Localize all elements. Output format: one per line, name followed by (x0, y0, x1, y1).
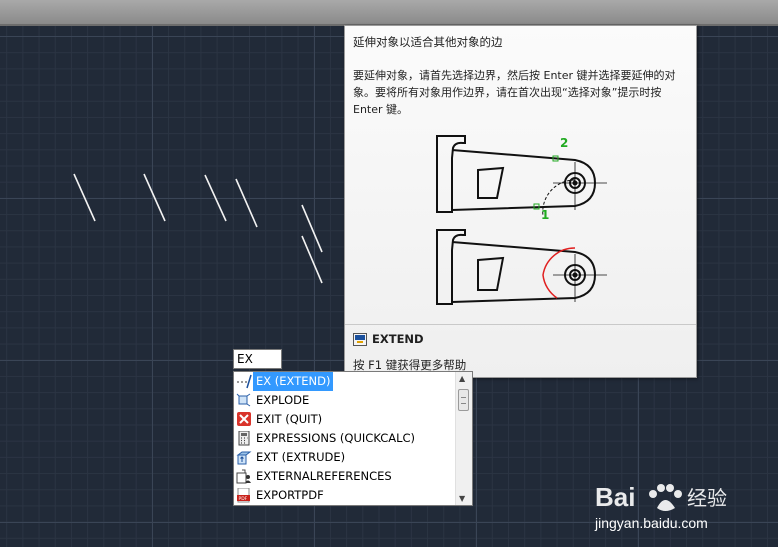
extend-command-icon (353, 333, 367, 346)
tooltip-command-name: EXTEND (372, 332, 424, 346)
autocomplete-item-label: EXIT (QUIT) (256, 412, 323, 426)
marker-label-2: 2 (560, 136, 568, 150)
autocomplete-item-exit[interactable]: EXIT (QUIT) (234, 410, 456, 429)
external-references-icon (236, 469, 251, 484)
autocomplete-item-expressions[interactable]: EXPRESSIONS (QUICKCALC) (234, 429, 456, 448)
autocomplete-list: EX (EXTEND) EXPLODE EXIT (QUIT) EXPRESSI… (233, 371, 473, 506)
autocomplete-item-exportpdf[interactable]: PDF EXPORTPDF (234, 486, 456, 505)
autocomplete-item-label: EXPLODE (256, 393, 310, 407)
pick-marker-2 (552, 155, 559, 162)
autocomplete-scrollbar[interactable]: ▲ ▼ (455, 372, 472, 505)
pdf-icon: PDF (237, 488, 250, 503)
tooltip-title: 延伸对象以适合其他对象的边 (353, 35, 503, 49)
line-segment (235, 178, 258, 228)
svg-text:经验: 经验 (687, 486, 727, 510)
autocomplete-item-explode[interactable]: EXPLODE (234, 391, 456, 410)
extend-command-tooltip: 延伸对象以适合其他对象的边 要延伸对象，请首先选择边界，然后按 Enter 键并… (344, 25, 697, 378)
line-segment (301, 235, 323, 284)
autocomplete-item-label: EXPRESSIONS (QUICKCALC) (256, 431, 416, 445)
command-input[interactable]: EX (233, 349, 282, 369)
autocomplete-item-externalreferences[interactable]: EXTERNALREFERENCES (234, 467, 456, 486)
watermark-url: jingyan.baidu.com (595, 515, 708, 531)
line-segment (301, 204, 323, 253)
line-segment (204, 174, 227, 222)
autocomplete-item-label: EXPORTPDF (256, 488, 324, 502)
autocomplete-item-label: EXTERNALREFERENCES (256, 469, 392, 483)
pick-marker-1 (533, 203, 540, 210)
autocomplete-item-extend[interactable]: EX (EXTEND) (234, 372, 456, 391)
calculator-icon (238, 431, 250, 446)
tooltip-help-text: 按 F1 键获得更多帮助 (353, 358, 467, 372)
extended-arc (542, 247, 576, 299)
scroll-down-icon[interactable]: ▼ (459, 494, 466, 503)
line-segment (143, 173, 166, 222)
extend-illustration: 2 1 (436, 135, 607, 305)
scrollbar-thumb[interactable] (458, 389, 469, 411)
autocomplete-item-label: EXT (EXTRUDE) (256, 450, 346, 464)
extend-preview-arc (542, 179, 576, 217)
svg-text:PDF: PDF (239, 496, 248, 502)
extend-icon (237, 374, 252, 389)
svg-text:Bai: Bai (595, 482, 635, 512)
autocomplete-item-extrude[interactable]: EXT (EXTRUDE) (234, 448, 456, 467)
line-segment (73, 173, 96, 222)
autocomplete-item-label: EX (EXTEND) (253, 372, 334, 391)
explode-icon (236, 393, 251, 407)
marker-label-1: 1 (541, 208, 549, 222)
scroll-up-icon[interactable]: ▲ (459, 374, 466, 383)
baidu-jingyan-logo: Bai 经验 (595, 482, 727, 512)
exit-icon (237, 412, 251, 426)
tooltip-divider (345, 324, 696, 325)
tooltip-description: 要延伸对象，请首先选择边界，然后按 Enter 键并选择要延伸的对象。要将所有对… (353, 69, 676, 116)
extrude-icon (236, 451, 252, 465)
